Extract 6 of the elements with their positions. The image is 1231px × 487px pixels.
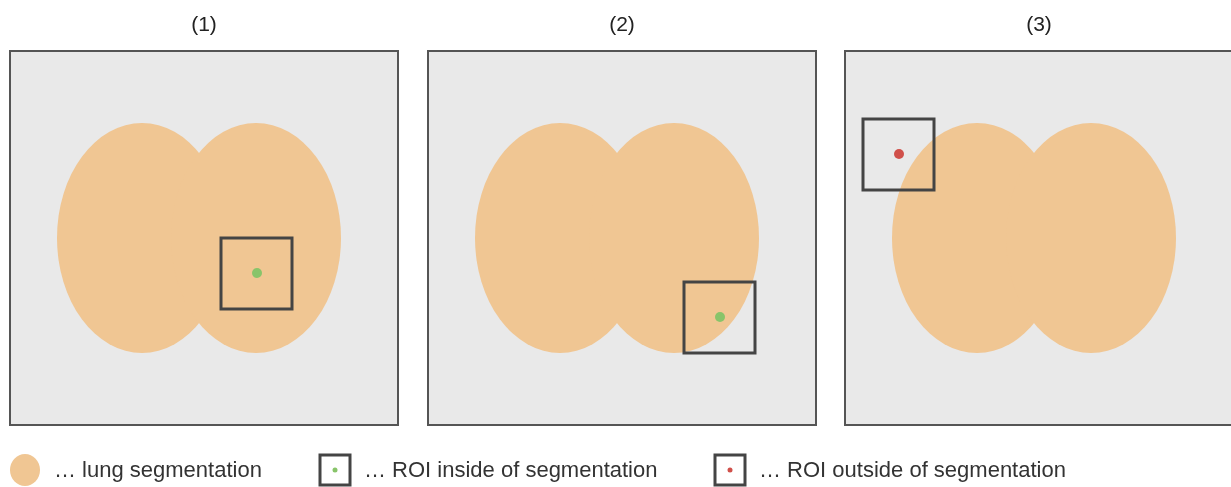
panel-heading: (3) [1026,12,1052,36]
legend-text: … ROI outside of segmentation [759,457,1066,483]
panel-heading: (1) [191,12,217,36]
legend-text: … ROI inside of segmentation [364,457,658,483]
panel-heading: (2) [609,12,635,36]
legend-text: … lung segmentation [54,457,262,483]
